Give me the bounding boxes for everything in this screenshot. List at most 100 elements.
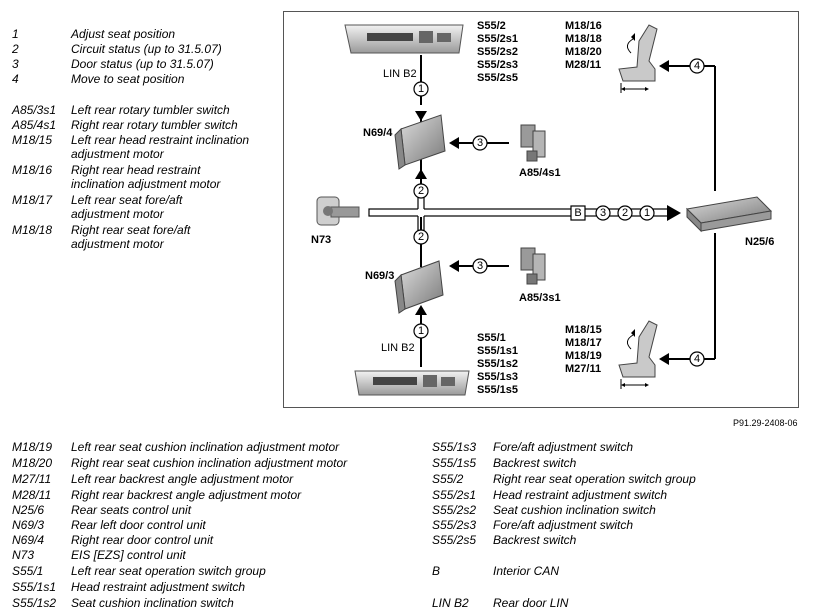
legend-text: Rear left door control unit [71,518,206,532]
legend-key: S55/2 [432,472,464,486]
legend-key: S55/1s5 [432,456,477,470]
legend-key: S55/2s1 [432,488,477,502]
legend-text: Seat cushion inclination switch [493,503,656,517]
legend-key: A85/3s1 [12,103,57,117]
motor-label: M18/18 [565,33,602,45]
legend-item: A85/4s1 Right rear rotary tumbler switch [12,118,272,132]
legend-item: M18/15 Left rear head restraint inclinat… [12,133,272,161]
switch-label: S55/2s5 [477,72,518,84]
seat-icon-bottom [618,320,658,389]
num-label: 2 [418,185,424,197]
legend-text: Head restraint adjustment switch [71,580,246,594]
wiring-diagram: 1 2 2 1 3 3 4 4 3 2 1 B [283,11,799,408]
legend-item: S55/1s2 Seat cushion inclination switch [12,596,412,610]
legend-text: Right rear head restraint inclination ad… [71,163,221,191]
legend-item: A85/3s1 Left rear rotary tumbler switch [12,103,272,117]
can-b-box: B [570,205,586,221]
legend-key: 3 [12,57,19,71]
legend-item: S55/1s3 Fore/aft adjustment switch [432,440,802,454]
n69-4-unit [394,114,446,170]
switch-label: S55/2s1 [477,33,518,45]
legend-key: LIN B2 [432,596,469,610]
num-label: 4 [694,353,700,365]
a85-3s1-label: A85/3s1 [519,292,561,304]
arrow-left-to-seat-top [659,60,669,72]
legend-key: M18/15 [12,133,53,147]
legend-item: S55/2 Right rear seat operation switch g… [432,472,802,486]
legend-item: M18/16 Right rear head restraint inclina… [12,163,272,191]
motor-label: M18/15 [565,324,602,336]
legend-key: M28/11 [12,488,52,502]
legend-item: N25/6 Rear seats control unit [12,503,412,517]
legend-text: Right rear backrest angle adjustment mot… [71,488,302,502]
switch-label: S55/2 [477,20,506,32]
a85-4s1-switch [520,124,546,162]
legend-item: LIN B2 Rear door LIN [432,596,802,610]
legend-text: Left rear head restraint inclination adj… [71,133,250,161]
arrow-up-to-n69-3 [415,305,427,315]
n25-6-label: N25/6 [745,236,774,248]
switch-bottom-labels: S55/1 S55/1s1 S55/1s2 S55/1s3 S55/1s5 [477,332,518,396]
n73-label: N73 [311,234,331,246]
switch-label: S55/1s1 [477,345,518,357]
legend-key: S55/1s1 [12,580,57,594]
legend-item: S55/2s1 Head restraint adjustment switch [432,488,802,502]
legend-text: Left rear backrest angle adjustment moto… [71,472,294,486]
num-label: 3 [600,207,606,219]
legend-item: B Interior CAN [432,564,802,578]
legend-key: S55/1 [12,564,44,578]
legend-key: S55/2s5 [432,533,477,547]
motor-label: M18/20 [565,46,602,58]
can-b-label: B [574,207,581,219]
seat-icon-top [618,24,658,93]
legend-item: S55/2s2 Seat cushion inclination switch [432,503,802,517]
can-junction [418,187,424,217]
legend-key: N69/3 [12,518,45,532]
legend-text: Circuit status (up to 31.5.07) [71,42,222,56]
motor-label: M28/11 [565,59,601,71]
legend-key: N25/6 [12,503,45,517]
legend-text: Door status (up to 31.5.07) [71,57,214,71]
num-label: 1 [644,207,650,219]
legend-key: M18/17 [12,193,53,207]
legend-text: Left rear seat fore/aft adjustment motor [71,193,183,221]
legend-item: M18/18 Right rear seat fore/aft adjustme… [12,223,272,251]
legend-item: S55/1 Left rear seat operation switch gr… [12,564,412,578]
legend-text: Rear door LIN [493,596,569,610]
arrow-up-to-n69-4 [415,169,427,179]
legend-key: A85/4s1 [12,118,57,132]
legend-item: S55/2s5 Backrest switch [432,533,802,547]
legend-text: Left rear rotary tumbler switch [71,103,230,117]
legend-item: N69/4 Right rear door control unit [12,533,412,547]
arrow-left-to-n69-4 [449,137,459,149]
legend-key: M18/18 [12,223,53,237]
legend-key: M18/19 [12,440,53,454]
arrow-down-to-n69-4 [415,111,427,121]
legend-item: S55/1s1 Head restraint adjustment switch [12,580,412,594]
legend-item: M18/20 Right rear seat cushion inclinati… [12,456,412,470]
n69-3-unit [394,260,444,314]
legend-key: S55/1s2 [12,596,57,610]
legend-item: S55/2s3 Fore/aft adjustment switch [432,518,802,532]
legend-text: Right rear seat cushion inclination adju… [71,456,348,470]
legend-text: Right rear seat fore/aft adjustment moto… [71,223,191,251]
legend-item: M18/19 Left rear seat cushion inclinatio… [12,440,412,454]
legend-item: S55/1s5 Backrest switch [432,456,802,470]
legend-key: N73 [12,548,35,562]
legend-item: M28/11 Right rear backrest angle adjustm… [12,488,412,502]
legend-key: B [432,564,441,578]
switch-panel-top [344,24,464,54]
arrow-left-to-n69-3 [449,260,459,272]
legend-item: 2 Circuit status (up to 31.5.07) [12,42,272,56]
legend-text: Left rear seat cushion inclination adjus… [71,440,340,454]
a85-3s1-switch [520,247,546,285]
legend-item: N69/3 Rear left door control unit [12,518,412,532]
legend-item: M18/17 Left rear seat fore/aft adjustmen… [12,193,272,221]
legend-text: Move to seat position [71,72,185,86]
num-circle: 2 [413,183,429,199]
legend-key: N69/4 [12,533,45,547]
a85-4s1-label: A85/4s1 [519,167,561,179]
legend-text: Right rear seat operation switch group [493,472,696,486]
motor-label: M27/11 [565,363,601,375]
num-circle: 1 [413,81,429,97]
